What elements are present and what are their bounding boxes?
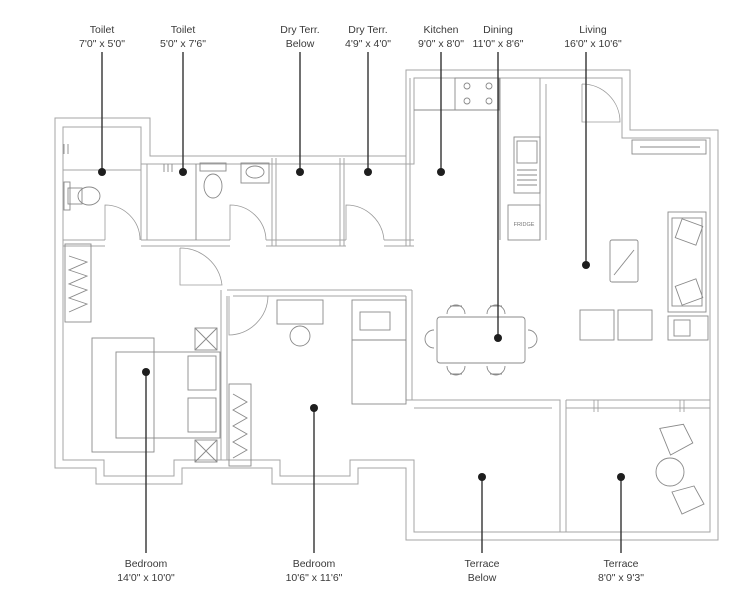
room-size: 9'0" x 8'0" [418, 38, 464, 50]
room-name: Dining [483, 24, 513, 36]
label-dining: Dining 11'0" x 8'6" [438, 23, 558, 51]
terrace-fixtures [655, 423, 705, 515]
marker-bedroom-2 [310, 404, 318, 412]
label-toilet-2: Toilet 5'0" x 7'6" [123, 23, 243, 51]
room-size: 8'0" x 9'3" [598, 572, 644, 584]
doors [104, 83, 685, 412]
label-terrace-below: Terrace Below [422, 557, 542, 585]
room-name: Dry Terr. [280, 24, 320, 36]
marker-dining [494, 334, 502, 342]
marker-toilet-1 [98, 168, 106, 176]
room-size: Below [285, 38, 315, 50]
dining-fixtures [424, 304, 538, 376]
label-bedroom-2: Bedroom 10'6" x 11'6" [254, 557, 374, 585]
leaders [98, 52, 625, 553]
label-living: Living 16'0" x 10'6" [533, 23, 653, 51]
label-dry-terrace-below: Dry Terr. Below [240, 23, 360, 51]
kitchen-fixtures [414, 77, 541, 241]
room-size: 11'0" x 8'6" [472, 38, 524, 50]
label-bedroom-1: Bedroom 14'0" x 10'0" [86, 557, 206, 585]
marker-dry-terrace-below [296, 168, 304, 176]
label-terrace: Terrace 8'0" x 9'3" [561, 557, 681, 585]
room-size: 4'9" x 4'0" [345, 38, 391, 50]
room-name: Living [579, 24, 607, 36]
marker-terrace [617, 473, 625, 481]
room-name: Toilet [170, 24, 196, 36]
marker-kitchen [437, 168, 445, 176]
label-toilet-1: Toilet 7'0" x 5'0" [42, 23, 162, 51]
label-dry-terrace: Dry Terr. 4'9" x 4'0" [308, 23, 428, 51]
marker-terrace-below [478, 473, 486, 481]
room-size: Below [467, 572, 497, 584]
room-name: Kitchen [423, 24, 459, 36]
room-size: 5'0" x 7'6" [160, 38, 206, 50]
toilet-2-fixtures [163, 162, 270, 240]
toilet-1-fixtures [63, 144, 101, 211]
label-kitchen: Kitchen 9'0" x 8'0" [381, 23, 501, 51]
bedroom-1-fixtures [64, 243, 221, 463]
room-name: Terrace [603, 558, 639, 570]
room-size: 14'0" x 10'0" [117, 572, 175, 584]
room-name: Toilet [89, 24, 115, 36]
room-name: Bedroom [292, 558, 336, 570]
marker-living [582, 261, 590, 269]
room-name: Dry Terr. [348, 24, 388, 36]
living-fixtures [579, 139, 709, 341]
fridge-label: FRIDGE [514, 222, 535, 228]
room-size: 10'6" x 11'6" [285, 572, 343, 584]
marker-toilet-2 [179, 168, 187, 176]
interior-walls [62, 78, 710, 532]
bedroom-2-fixtures [228, 299, 407, 467]
room-name: Bedroom [124, 558, 168, 570]
marker-dry-terrace [364, 168, 372, 176]
marker-bedroom-1 [142, 368, 150, 376]
room-size: 7'0" x 5'0" [79, 38, 125, 50]
outer-walls [54, 69, 719, 541]
room-size: 16'0" x 10'6" [564, 38, 622, 50]
room-name: Terrace [464, 558, 500, 570]
